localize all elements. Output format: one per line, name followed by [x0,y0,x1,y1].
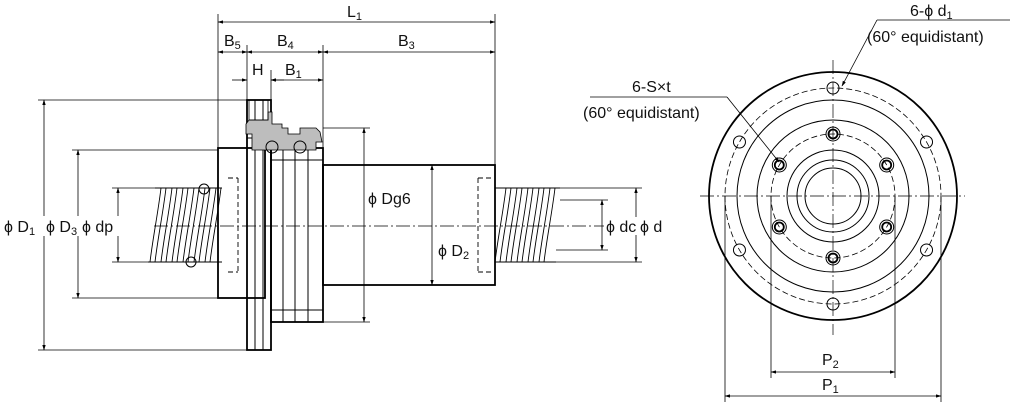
label-d: ϕ d [640,219,662,236]
right-thread [521,187,534,263]
shaft-inner [804,167,862,225]
right-thread [494,187,507,263]
left-thread [165,187,178,263]
left-thread [198,187,211,263]
hole-sxt [771,219,787,235]
left-thread [176,187,189,263]
right-thread [505,187,518,263]
dim-B-row: B5 B4 B3 [217,33,496,148]
left-thread [171,187,184,263]
hole-sxt-inner [827,128,839,140]
label-H: H [252,62,264,79]
label-B1: B1 [285,62,302,81]
hole-sxt-inner [827,252,839,264]
nut-outer [756,119,910,273]
label-P1: P1 [822,377,839,396]
preload-section [270,147,324,323]
hole-sxt [825,126,841,142]
dim-H-row: H B1 [232,62,324,100]
hole-sxt-inner [773,221,785,233]
hole-sxt-inner [881,159,893,171]
right-screw-shaft [494,187,560,263]
dim-right-verticals: ϕ dc ϕ d [556,187,668,263]
label-D1: ϕ D1 [4,219,35,238]
left-thread [187,187,200,263]
right-thread [510,187,523,263]
side-view: L1 B5 B4 B3 H B1 [2,4,668,351]
right-thread [527,187,540,263]
hole-sxt [825,250,841,266]
flange-outer [708,71,958,321]
label-D2: ϕ D2 [438,243,469,262]
hole-sxt [879,157,895,173]
ball-2 [293,140,307,154]
label-sxt: 6-S×t [632,79,671,96]
holes-sxt [771,126,895,266]
bearing-section [185,99,323,268]
ball-4 [185,256,197,268]
dim-P1: P1 [724,196,942,402]
hole-sxt-inner [881,221,893,233]
ball-3 [198,183,210,195]
nut-body [217,147,266,299]
label-B3: B3 [398,33,415,52]
hole-d1 [732,243,746,257]
label-dc: ϕ dc [606,219,636,236]
ball-1 [265,140,279,154]
right-thread [538,187,551,263]
hole-d1 [732,135,746,149]
left-thread [182,187,195,263]
left-thread [154,187,167,263]
dim-P2: P2 [770,196,896,378]
dim-inner-verticals: ϕ Dg6 ϕ D2 [323,127,476,323]
left-thread [193,187,206,263]
dim-L1: L1 [217,4,496,165]
left-thread [204,187,217,263]
left-thread [160,187,173,263]
left-screw-shaft [148,187,222,263]
hole-d1 [826,81,840,95]
nut-extension [322,164,496,286]
flange-step [736,99,930,293]
leader-d1: 6-ϕ d1 (60° equidistant) [841,3,1010,87]
dim-left-verticals: ϕ D1 ϕ D3 ϕ dp [2,99,247,351]
label-D3: ϕ D3 [46,219,77,238]
label-d1: 6-ϕ d1 [910,3,953,22]
label-B5: B5 [224,33,241,52]
note-sxt: (60° equidistant) [583,105,700,122]
hole-d1 [920,135,934,149]
right-thread [499,187,512,263]
note-d1: (60° equidistant) [867,29,984,46]
hole-d1 [920,243,934,257]
holes-d1 [732,81,934,311]
leader-sxt: 6-S×t (60° equidistant) [583,79,780,163]
hole-d1 [826,297,840,311]
label-Dg6: ϕ Dg6 [368,191,411,208]
label-B4: B4 [277,33,294,52]
label-dp: ϕ dp [82,219,113,236]
hole-sxt [879,219,895,235]
right-thread [532,187,545,263]
right-thread [516,187,529,263]
left-thread [149,187,162,263]
nut-inner [786,149,880,243]
label-P2: P2 [822,352,839,371]
label-L1: L1 [347,4,362,23]
right-thread [543,187,556,263]
shaft-outer [796,159,870,233]
front-view: 6-ϕ d1 (60° equidistant) 6-S×t (60° equi… [583,3,1010,402]
left-thread [209,187,222,263]
